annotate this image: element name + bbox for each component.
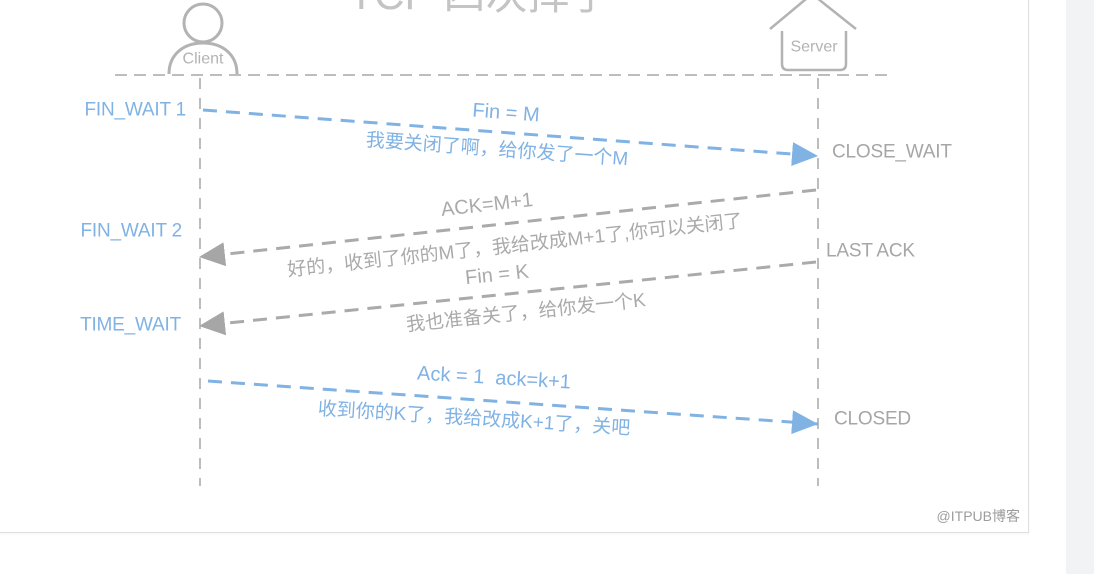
message-label: ACK=M+1 bbox=[440, 189, 534, 221]
message-arrow bbox=[202, 108, 819, 167]
message-label: Ack = 1 ack=k+1 bbox=[416, 362, 571, 393]
server-state: LAST ACK bbox=[826, 241, 915, 262]
server-state: CLOSE_WAIT bbox=[832, 142, 952, 163]
house-icon bbox=[769, 0, 857, 72]
message-note: 收到你的K了，我给改成K+1了，关吧 bbox=[317, 398, 631, 440]
watermark: @ITPUB博客 bbox=[937, 508, 1020, 524]
client-state: TIME_WAIT bbox=[80, 315, 182, 336]
diagram-title: TCP 四次挥手 bbox=[349, 0, 612, 18]
server-state: CLOSED bbox=[834, 409, 911, 430]
message-arrow bbox=[198, 260, 817, 336]
message-arrow bbox=[207, 379, 819, 435]
diagram-card: TCP 四次挥手 Client Server FIN_WAIT 1 FIN_WA… bbox=[0, 0, 1029, 533]
house-icon-roof bbox=[769, 0, 857, 30]
house-icon-body bbox=[780, 31, 848, 72]
server-label: Server bbox=[790, 39, 838, 56]
right-sidebar bbox=[1066, 0, 1094, 574]
person-icon-head bbox=[182, 2, 224, 44]
message-note: 我要关闭了啊，给你发了一个M bbox=[365, 129, 629, 170]
tcp-four-way-handshake-diagram: TCP 四次挥手 Client Server FIN_WAIT 1 FIN_WA… bbox=[80, 0, 1020, 524]
message-arrow bbox=[198, 188, 817, 267]
message-note: 我也准备关了，给你发一个K bbox=[405, 289, 647, 336]
client-state: FIN_WAIT 1 bbox=[85, 100, 186, 121]
message-label: Fin = M bbox=[472, 100, 541, 127]
person-icon bbox=[167, 2, 239, 75]
person-icon-shoulders bbox=[167, 41, 239, 75]
client-label: Client bbox=[183, 51, 224, 68]
message-label: Fin = K bbox=[464, 261, 531, 290]
client-state: FIN_WAIT 2 bbox=[81, 221, 182, 242]
